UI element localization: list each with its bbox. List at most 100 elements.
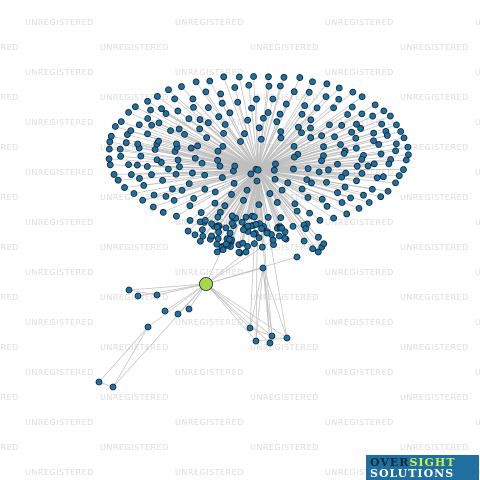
graph-node xyxy=(248,104,255,112)
graph-node xyxy=(218,174,226,181)
graph-node xyxy=(355,204,363,212)
graph-edge xyxy=(200,169,259,242)
graph-node xyxy=(377,150,385,158)
graph-node xyxy=(148,171,155,178)
graph-node xyxy=(155,137,162,145)
graph-node xyxy=(251,240,258,248)
graph-node xyxy=(203,134,211,142)
graph-node xyxy=(245,81,253,89)
graph-node xyxy=(140,182,148,189)
graph-node xyxy=(268,332,276,340)
graph-node xyxy=(110,171,118,178)
graph-node xyxy=(308,179,315,187)
graph-node xyxy=(211,199,219,207)
graph-node xyxy=(290,88,298,96)
graph-node xyxy=(186,202,194,210)
graph-edge xyxy=(257,160,322,171)
logo-line-1: OVERSIGHT xyxy=(370,457,456,468)
graph-edge xyxy=(257,119,312,171)
graph-node xyxy=(168,185,176,193)
graph-node xyxy=(280,73,288,81)
graph-node xyxy=(320,143,327,151)
graph-node xyxy=(266,339,274,347)
graph-node xyxy=(250,230,258,238)
graph-node xyxy=(219,142,227,150)
graph-node xyxy=(237,138,244,145)
graph-node xyxy=(383,132,391,139)
graph-node xyxy=(239,239,247,247)
graph-edge xyxy=(205,283,288,339)
graph-edge xyxy=(257,169,283,191)
graph-node xyxy=(216,162,224,170)
graph-node xyxy=(181,130,188,138)
graph-node xyxy=(159,176,166,184)
graph-node xyxy=(344,111,351,118)
graph-node xyxy=(392,147,399,155)
graph-node xyxy=(114,176,122,184)
graph-node xyxy=(326,121,333,129)
graph-edge xyxy=(197,145,259,171)
graph-node xyxy=(323,178,330,186)
graph-node xyxy=(364,162,372,170)
graph-node xyxy=(143,163,151,170)
graph-node xyxy=(255,124,263,132)
graph-node xyxy=(334,160,341,168)
graph-node xyxy=(148,121,156,129)
graph-node xyxy=(302,225,310,233)
graph-node xyxy=(196,116,204,123)
graph-node xyxy=(271,175,279,183)
graph-edge xyxy=(253,76,259,171)
graph-node xyxy=(404,143,412,151)
graph-node xyxy=(222,240,230,248)
graph-node xyxy=(231,162,239,170)
graph-node xyxy=(228,219,236,227)
graph-node xyxy=(298,185,306,193)
graph-node xyxy=(259,264,267,272)
graph-edge xyxy=(249,169,259,329)
graph-node xyxy=(121,184,128,191)
graph-node xyxy=(313,104,321,112)
graph-node xyxy=(219,246,227,254)
graph-node xyxy=(246,324,254,332)
logo-word-sight: SIGHT xyxy=(409,456,456,469)
graph-edge xyxy=(205,256,298,285)
graph-node xyxy=(174,156,182,164)
graph-edge xyxy=(257,169,343,203)
graph-node xyxy=(184,227,192,235)
graph-node xyxy=(106,138,114,146)
graph-edge xyxy=(222,146,259,171)
graph-node xyxy=(197,209,205,216)
graph-node xyxy=(276,82,284,90)
graph-edge xyxy=(257,146,295,171)
oversight-solutions-logo: OVERSIGHT SOLUTIONS xyxy=(366,455,479,480)
graph-node xyxy=(164,165,172,173)
graph-edge xyxy=(205,283,257,342)
graph-edge xyxy=(257,169,305,242)
graph-edge xyxy=(161,162,259,171)
graph-node xyxy=(353,177,360,185)
graph-node xyxy=(185,180,193,188)
graph-node xyxy=(117,118,125,126)
graph-node xyxy=(253,95,260,103)
graph-node xyxy=(264,109,272,116)
graph-node xyxy=(201,171,209,179)
graph-node xyxy=(307,116,315,124)
graph-node xyxy=(201,185,209,193)
graph-node xyxy=(395,172,403,180)
graph-edge xyxy=(257,85,281,171)
graph-node xyxy=(238,218,246,226)
graph-node xyxy=(111,123,119,130)
graph-node xyxy=(173,140,180,148)
graph-node xyxy=(188,169,196,177)
graph-node xyxy=(318,157,325,165)
graph-node xyxy=(159,208,167,216)
graph-edge xyxy=(257,139,262,171)
graph-node xyxy=(352,134,360,142)
graph-edge xyxy=(255,169,259,342)
graph-node xyxy=(109,383,117,391)
graph-node xyxy=(265,73,272,81)
graph-node xyxy=(204,119,212,127)
graph-node xyxy=(353,120,360,128)
graph-node xyxy=(127,127,135,135)
graph-node xyxy=(277,134,285,142)
